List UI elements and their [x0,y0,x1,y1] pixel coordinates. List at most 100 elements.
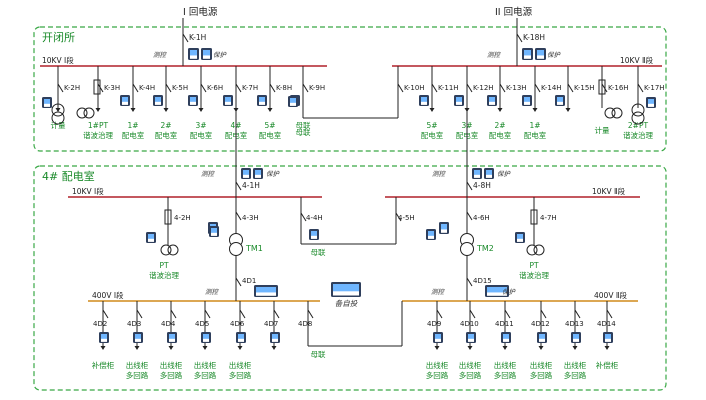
kaibisuo-feeder-K-8H-label: K-8H [276,84,292,92]
source-left-label: I 回电源 [183,6,218,18]
incomer-left-measure-label: 测控 [153,51,168,59]
room4-incomer-left-meter2-icon [253,168,263,179]
kaibisuo-feeder-K-5H-meter-icon [153,95,163,106]
room4-lv-in-right-protect-label: 保护 [502,288,517,296]
room4-lv-feeder-4D3-switch-blade [136,309,143,319]
kaibisuo-feeder-K-3H-dest-line1: 1#PT [88,121,109,130]
kaibisuo-feeder-K-9H-switch-blade [302,83,309,93]
incomer-right-meter2-icon [535,48,546,60]
kaibisuo-feeder-K-4H-label: K-4H [139,84,155,92]
room4-lv-feeder-4D11-arrow [502,346,508,350]
room4-lv-feeder-4D10-dest-line2: 多回路 [459,370,482,380]
room4-pt-right-fuse-icon [530,209,538,225]
kaibisuo-feeder-K-2H-switch-blade [57,83,64,93]
kaibisuo-right-dest-3-line1: 1# [529,121,540,130]
kaibisuo-feeder-K-4H-dest-line1: 1# [127,121,138,130]
kaibisuo-feeder-K-10H-switch-blade [397,83,404,93]
room4-lv-feeder-4D13-label: 4D13 [565,320,584,328]
room4-tx-right-switch-label: 4-6H [473,214,490,222]
room4-bus-tie-left-switch-blade [300,212,307,222]
kaibisuo-k16h-fuse-icon [598,79,606,95]
kaibisuo-right-dest-4: 计量 [595,125,610,135]
kaibisuo-feeder-K-9H-label: K-9H [309,84,325,92]
lv-bus-right-label: 400V Ⅱ段 [594,290,628,300]
room4-pt-left-meter-icon [146,232,156,243]
kaibisuo-right-dest-2-line1: 2# [494,121,505,130]
kaibisuo-feeder-K-13H-switch-blade [499,83,506,93]
room4-auto-switch-label: 备自投 [335,299,359,308]
room4-lv-in-left-measure-label: 测控 [205,288,220,296]
kaibisuo-right-dest-0-line2: 配电室 [421,130,444,140]
room4-lv-feeder-4D7-arrow [271,346,277,350]
room4-lv-feeder-4D7-label: 4D7 [264,320,278,328]
room4-lv-feeder-4D9-label: 4D9 [427,320,441,328]
room4-lv-feeder-4D4-dest-line1: 出线柜 [160,360,183,370]
room4-bus-tie-left-label: 4-4H [306,214,323,222]
incomer-left-switch-blade [182,33,189,43]
kaibisuo-feeder-K-17H-switch-blade [637,83,644,93]
incomer-right-protect-label: 保护 [547,51,562,59]
room4-lv-feeder-4D3-meter-icon [133,332,143,343]
kaibisuo-feeder-K-5H-switch-blade [165,83,172,93]
room4-lv-feeder-4D5-switch-blade [204,309,211,319]
room4-incomer-right-switch-blade [466,181,473,191]
kaibisuo-feeder-K-6H-meter-icon [188,95,198,106]
room4-lv-feeder-4D4-dest-line2: 多回路 [160,370,183,380]
room4-lv-feeder-4D12-switch-blade [540,309,547,319]
kaibisuo-feeder-K-6H-dest-line1: 3# [195,121,206,130]
kaibisuo-feeder-K-15H-meter-icon [555,95,565,106]
lv-bus-left-label: 400V Ⅰ段 [92,290,124,300]
kaibisuo-k2h-transformer-c1 [51,103,65,117]
room4-lv-feeder-4D3-dest-line2: 多回路 [126,370,149,380]
room4-lv-feeder-4D12-meter-icon [537,332,547,343]
kaibisuo-feeder-K-4H-meter-icon [120,95,130,106]
room4-left-transformer-label: TM1 [245,244,263,253]
kaibisuo-feeder-K-13H-arrow [497,108,503,112]
room4-incomer-right-protect-label: 保护 [497,170,512,178]
incomer-left-meter-icon [188,48,199,60]
room4-lv-feeder-4D9-arrow [434,346,440,350]
room4-lv-feeder-4D10-arrow [467,346,473,350]
room4-tx-right-meter-icon [439,222,449,234]
room4-lv-feeder-4D14-label: 4D14 [597,320,616,328]
kaibisuo-bus-tie-label: 母联 [296,128,311,137]
kaibisuo-feeder-K-5H-arrow [163,108,169,112]
kaibisuo-feeder-K-14H-arrow [532,108,538,112]
kaibisuo-k2h-transformer-c2 [51,111,65,125]
kaibisuo-feeder-K-4H-dest-line2: 配电室 [122,130,145,140]
room4-title: 4# 配电室 [42,169,95,183]
kaibisuo-feeder-K-12H-label: K-12H [473,84,494,92]
room4-lv-feeder-4D3-dest-line1: 出线柜 [126,360,149,370]
kaibisuo-right-dest-3-line2: 配电室 [524,130,547,140]
room4-bus-tie-right-meter-icon [426,229,436,240]
room4-lv-feeder-4D2-switch-blade [102,309,109,319]
room4-lv-feeder-4D9-dest-line2: 多回路 [426,370,449,380]
kaibisuo-feeder-K-16H-label: K-16H [608,84,629,92]
room4-lv-feeder-4D5-arrow [202,346,208,350]
room4-lv-feeder-4D13-arrow [572,346,578,350]
room4-pt-left-fuse-icon [164,209,172,225]
kaibisuo-feeder-K-2H-dest: 计量 [51,120,66,130]
incomer-left-label: K-1H [189,33,206,42]
kaibisuo-feeder-K-2H-label: K-2H [64,84,80,92]
room4-pt-right-meter-icon [515,232,525,243]
room4-lv-feeder-4D9-dest-line1: 出线柜 [426,360,449,370]
kaibisuo-right-dest-2-line2: 配电室 [489,130,512,140]
room4-bus-left-label: 10KV Ⅰ段 [72,186,104,196]
room4-lv-feeder-4D11-label: 4D11 [495,320,514,328]
kaibisuo-feeder-K-9H-dest: 母联 [296,121,311,130]
kaibisuo-feeder-K-12H-switch-blade [466,83,473,93]
room4-incomer-right-label: 4-8H [473,181,491,190]
kaibisuo-feeder-K-3H-arrow [95,108,101,112]
room4-bus-tie-meter-icon [309,229,319,240]
incomer-right-measure-label: 测控 [487,51,502,59]
room4-lv-feeder-4D5-meter-icon [201,332,211,343]
room4-lv-feeder-4D10-switch-blade [469,309,476,319]
room4-lv-feeder-4D11-switch-blade [504,309,511,319]
kaibisuo-feeder-K-8H-dest-line2: 配电室 [259,130,282,140]
room4-lv-feeder-4D14-arrow [604,346,610,350]
kaibisuo-right-dest-5-line2: 谐波治理 [623,130,653,140]
room4-pt-right-dest-line1: PT [529,261,539,270]
room4-pt-left-c1 [160,244,172,256]
